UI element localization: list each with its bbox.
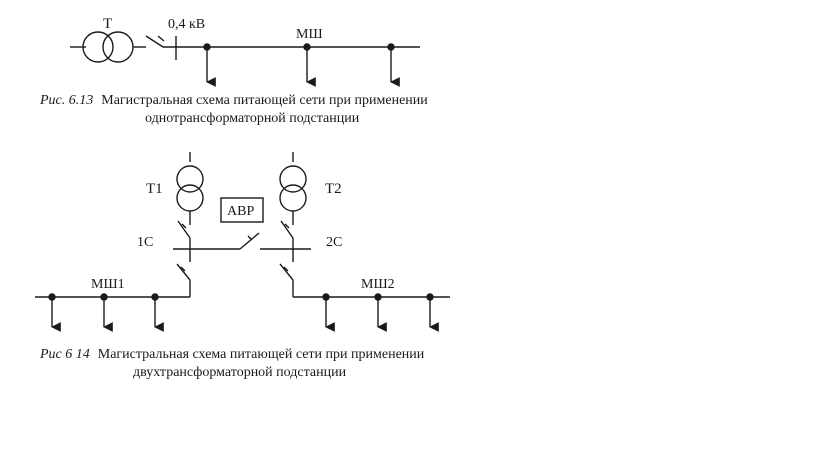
caption-number: Рис. 6.13 (40, 93, 94, 108)
figure-single-transformer (70, 31, 420, 87)
busway-label: МШ (296, 27, 323, 42)
figure-double-transformer (35, 152, 450, 332)
circuit-breaker (145, 35, 165, 48)
caption-line1: Магистральная схема питающей сети при пр… (101, 93, 428, 108)
sectional-breaker (239, 232, 260, 250)
caption-number: Рис 6 14 (40, 347, 90, 362)
transformer-symbol (82, 31, 134, 63)
figure-6-13-caption: Рис. 6.13 Магистральная схема питающей се… (40, 92, 428, 128)
t2-breaker (280, 220, 294, 239)
ats-label: АВР (227, 204, 254, 219)
section2-label: 2С (326, 235, 342, 250)
busway1-label: МШ1 (91, 277, 125, 292)
ats-box (220, 197, 264, 223)
transformer1-label: Т1 (146, 181, 163, 197)
figure-6-14-caption: Рис 6 14 Магистральная схема питающей сет… (40, 346, 424, 382)
caption-line1: Магистральная схема питающей сети при пр… (97, 347, 425, 362)
voltage-label: 0,4 кВ (168, 17, 205, 32)
feeder1-breaker (176, 249, 191, 297)
transformer2-label: Т2 (325, 181, 342, 197)
feeder2-breaker (279, 249, 294, 297)
caption-line2: однотрансформаторной подстанции (145, 111, 360, 126)
transformer1-symbol (176, 165, 204, 212)
transformer-label: Т (103, 16, 112, 32)
transformer2-symbol (279, 165, 307, 212)
busway2-label: МШ2 (361, 277, 395, 292)
section1-label: 1С (137, 235, 153, 250)
caption-line2: двухтрансформаторной подстанции (133, 365, 347, 380)
t1-breaker (177, 220, 191, 239)
